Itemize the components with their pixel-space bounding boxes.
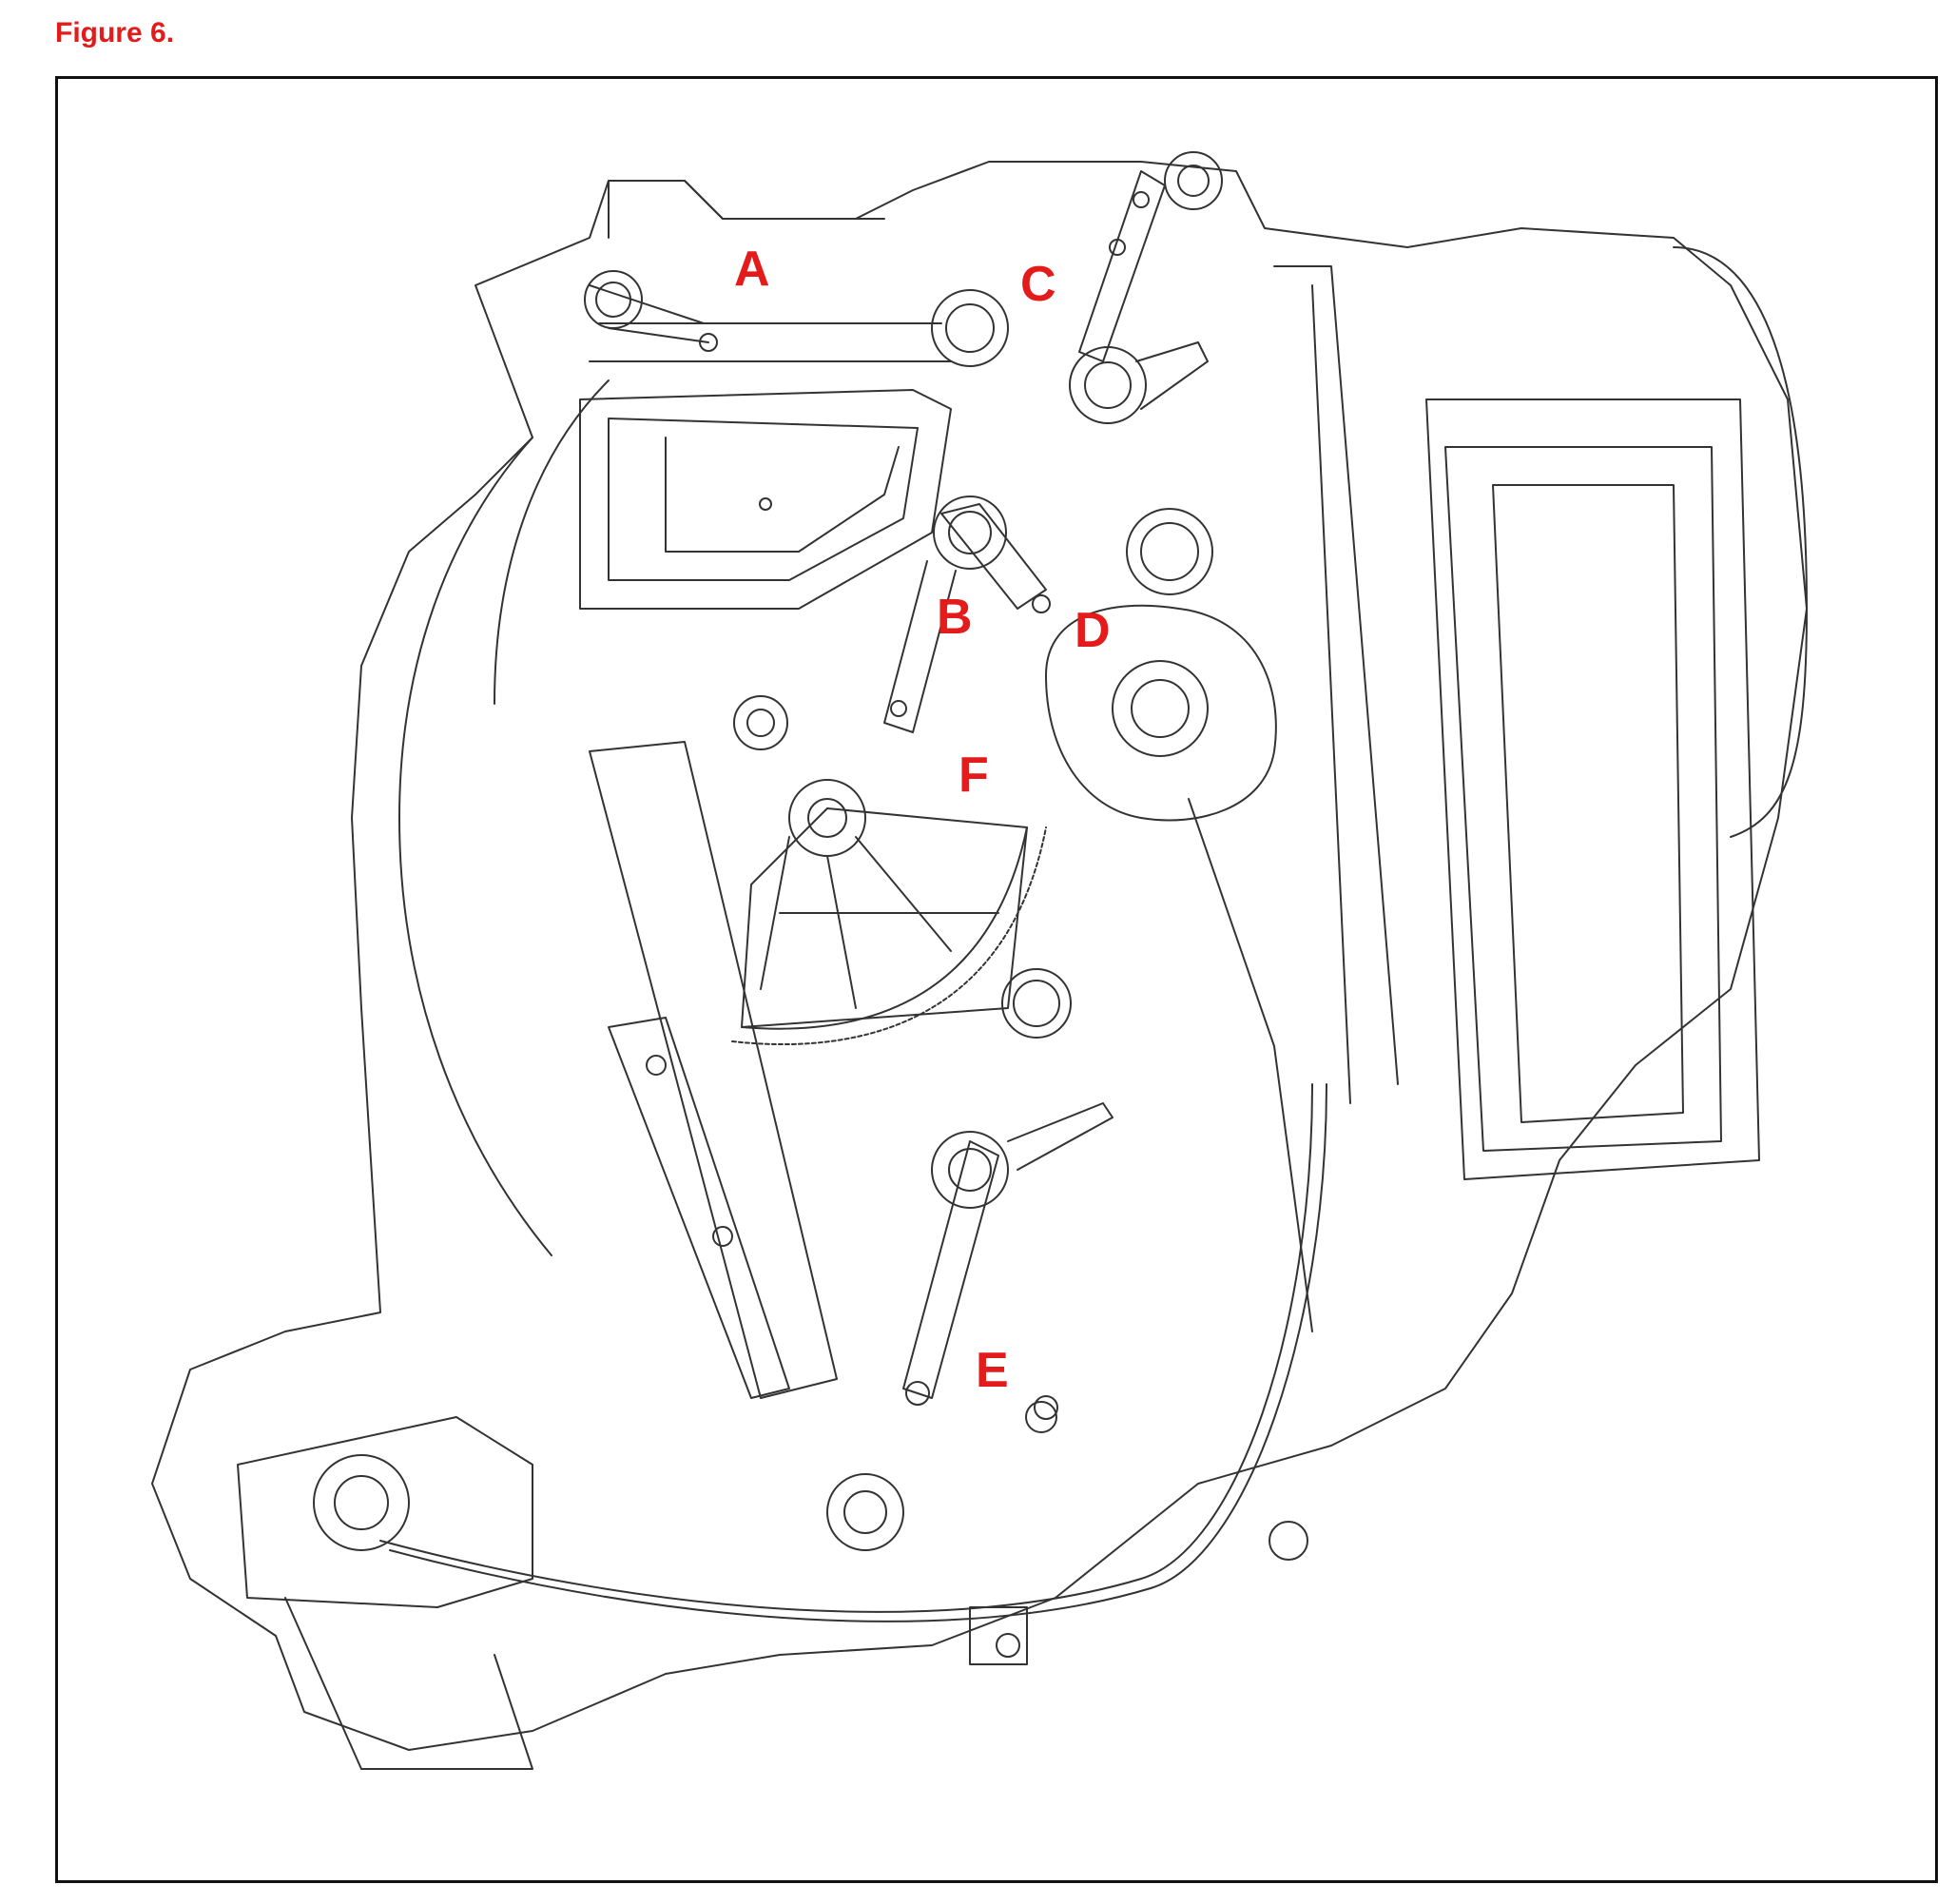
- left-slot-panel: [589, 741, 838, 1399]
- housing-outline: [151, 161, 1808, 1751]
- lever-b: [940, 503, 1047, 610]
- housing-arc: [398, 437, 552, 1256]
- upper-duct: [579, 389, 952, 610]
- cable: [379, 1083, 1313, 1613]
- callout-f: F: [959, 748, 989, 803]
- right-duct: [1425, 398, 1760, 1180]
- bottom-actuator: [237, 1416, 533, 1608]
- figure-title: Figure 6.: [55, 17, 175, 49]
- figure-frame: [55, 76, 1938, 1883]
- callout-b: B: [937, 590, 973, 645]
- lever-e: [902, 1140, 999, 1399]
- actuator-d: [1045, 604, 1277, 822]
- callout-e: E: [976, 1343, 1009, 1398]
- callout-d: D: [1075, 603, 1111, 658]
- callout-c: C: [1020, 257, 1056, 312]
- gear-sector-f: [741, 807, 1028, 1028]
- lever-c: [1078, 170, 1166, 362]
- callout-a: A: [734, 242, 770, 297]
